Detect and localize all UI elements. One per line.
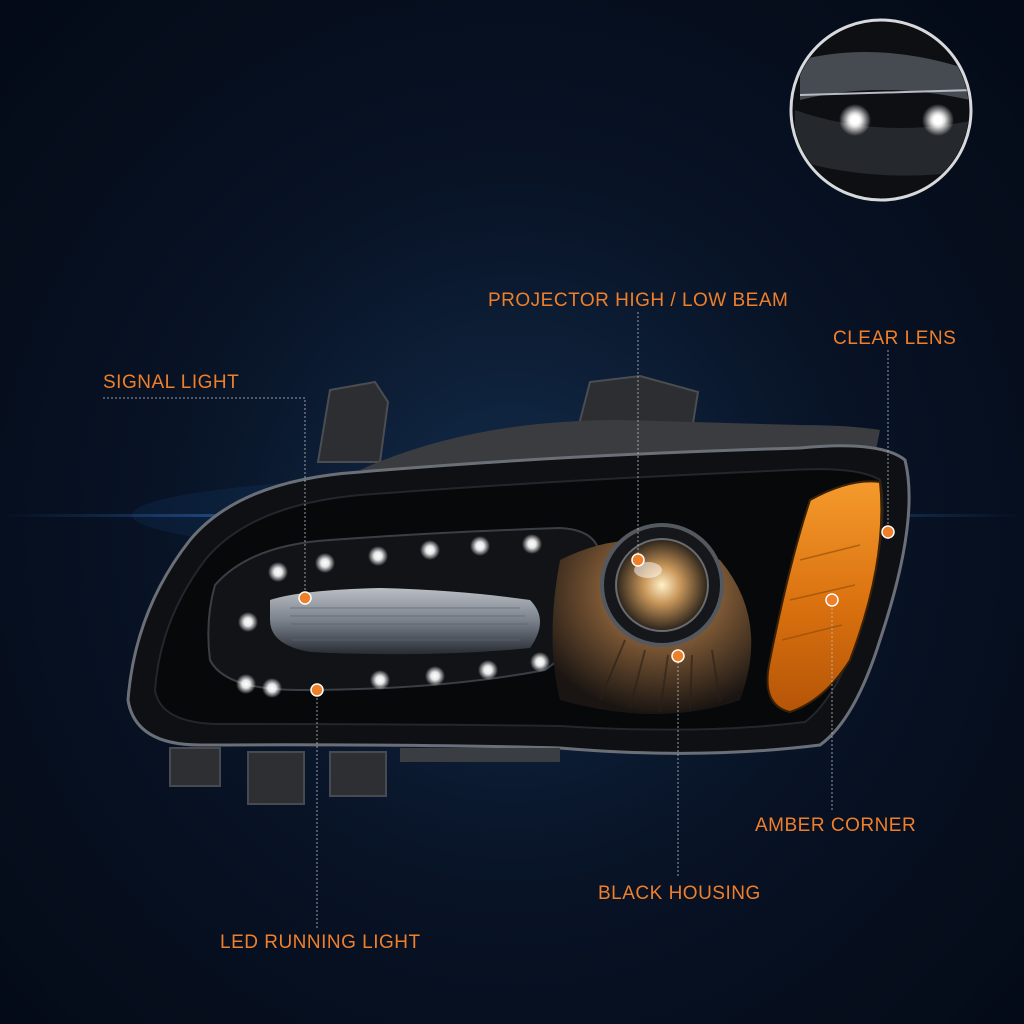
signal-light-marker bbox=[298, 591, 312, 605]
clear-lens-marker bbox=[881, 525, 895, 539]
callout-clear-lens: CLEAR LENS bbox=[833, 328, 957, 349]
black-housing-marker bbox=[671, 649, 685, 663]
led-running-light-marker bbox=[310, 683, 324, 697]
callout-black-housing: BLACK HOUSING bbox=[598, 883, 761, 904]
callout-signal-light: SIGNAL LIGHT bbox=[103, 372, 240, 393]
callout-amber-corner: AMBER CORNER bbox=[755, 815, 917, 836]
amber-corner-marker bbox=[825, 593, 839, 607]
callout-led-running-light: LED RUNNING LIGHT bbox=[220, 932, 421, 953]
projector-marker bbox=[631, 553, 645, 567]
callout-projector: PROJECTOR HIGH / LOW BEAM bbox=[488, 290, 789, 311]
